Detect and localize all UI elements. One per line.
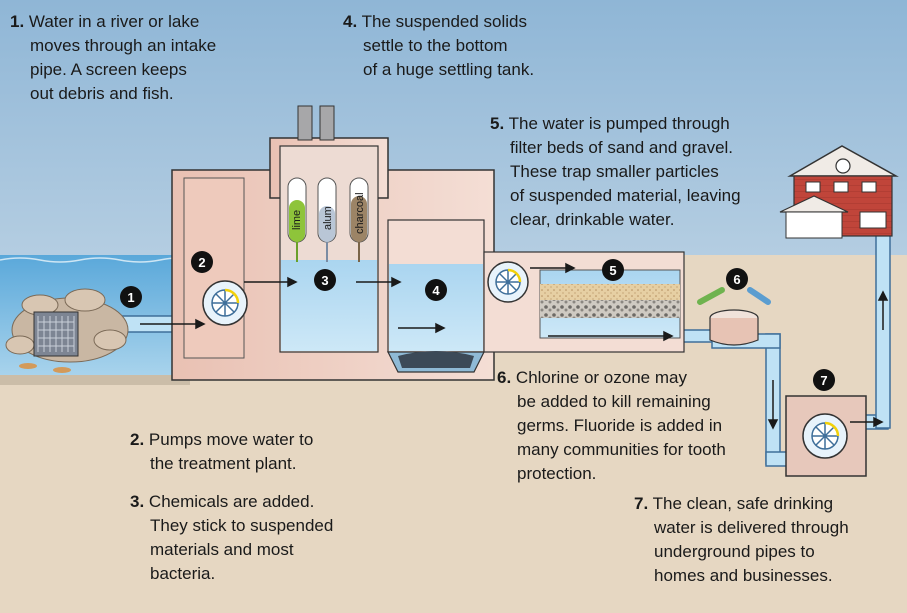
step-1-line: pipe. A screen keeps — [30, 60, 187, 79]
marker-3-label: 3 — [321, 273, 328, 288]
step-6-line: many communities for tooth — [517, 440, 726, 459]
chemical-tubes: lime alum charcoal — [287, 177, 369, 262]
step-6-number: 6. — [497, 368, 512, 387]
step-7-caption: 7. The clean, safe drinking water is del… — [634, 492, 849, 588]
step-4-line: settle to the bottom — [363, 36, 508, 55]
step-2-line: the treatment plant. — [150, 454, 297, 473]
step-2-number: 2. — [130, 430, 145, 449]
alum-label: alum — [322, 206, 334, 230]
step-5-line: filter beds of sand and gravel. — [510, 138, 734, 157]
lime-label: lime — [291, 210, 303, 230]
step-5-line: The water is pumped through — [508, 114, 730, 133]
step-6-line: germs. Fluoride is added in — [517, 416, 723, 435]
step-3-number: 3. — [130, 492, 145, 511]
step-5-number: 5. — [490, 114, 505, 133]
step-marker-1: 1 — [120, 286, 142, 308]
house-icon — [779, 145, 899, 239]
step-6-line: be added to kill remaining — [517, 392, 711, 411]
step-2-caption: 2. Pumps move water to the treatment pla… — [130, 428, 313, 476]
step-4-caption: 4. The suspended solids settle to the bo… — [343, 10, 534, 82]
step-marker-4: 4 — [425, 279, 447, 301]
step-marker-2: 2 — [191, 251, 213, 273]
step-7-line: water is delivered through — [654, 518, 849, 537]
marker-2-label: 2 — [198, 255, 205, 270]
step-7-line: homes and businesses. — [654, 566, 833, 585]
step-2-line: Pumps move water to — [148, 430, 314, 449]
step-7-line: underground pipes to — [654, 542, 815, 561]
step-marker-7: 7 — [813, 369, 835, 391]
step-5-caption: 5. The water is pumped through filter be… — [490, 112, 741, 232]
step-5-line: These trap smaller particles — [510, 162, 719, 181]
marker-5-label: 5 — [609, 263, 616, 278]
step-4-number: 4. — [343, 12, 358, 31]
step-1-number: 1. — [10, 12, 25, 31]
step-4-line: The suspended solids — [361, 12, 527, 31]
marker-7-label: 7 — [820, 373, 827, 388]
step-marker-5: 5 — [602, 259, 624, 281]
pump-icon — [802, 413, 848, 459]
marker-4-label: 4 — [432, 283, 440, 298]
step-4-line: of a huge settling tank. — [363, 60, 535, 79]
pump-icon — [202, 280, 248, 326]
step-6-caption: 6. Chlorine or ozone may be added to kil… — [497, 366, 726, 486]
step-3-line: Chemicals are added. — [148, 492, 315, 511]
step-marker-3: 3 — [314, 269, 336, 291]
step-3-line: They stick to suspended — [150, 516, 334, 535]
step-6-line: Chlorine or ozone may — [515, 368, 687, 387]
intake-screen — [5, 288, 129, 373]
step-1-line: out debris and fish. — [30, 84, 174, 103]
step-1-line: Water in a river or lake — [28, 12, 200, 31]
step-3-line: bacteria. — [150, 564, 216, 583]
step-1-caption: 1. Water in a river or lake moves throug… — [10, 10, 216, 106]
charcoal-label: charcoal — [354, 192, 366, 234]
step-3-line: materials and most — [150, 540, 294, 559]
step-1-line: moves through an intake — [30, 36, 217, 55]
step-6-line: protection. — [517, 464, 597, 483]
marker-6-label: 6 — [733, 272, 740, 287]
pump-icon — [487, 261, 529, 303]
step-7-number: 7. — [634, 494, 649, 513]
flow-arrows — [140, 262, 889, 430]
step-5-line: clear, drinkable water. — [510, 210, 675, 229]
marker-1-label: 1 — [127, 290, 134, 305]
step-marker-6: 6 — [726, 268, 748, 290]
step-5-line: of suspended material, leaving — [510, 186, 741, 205]
step-7-line: The clean, safe drinking — [652, 494, 834, 513]
step-3-caption: 3. Chemicals are added. They stick to su… — [130, 490, 333, 586]
